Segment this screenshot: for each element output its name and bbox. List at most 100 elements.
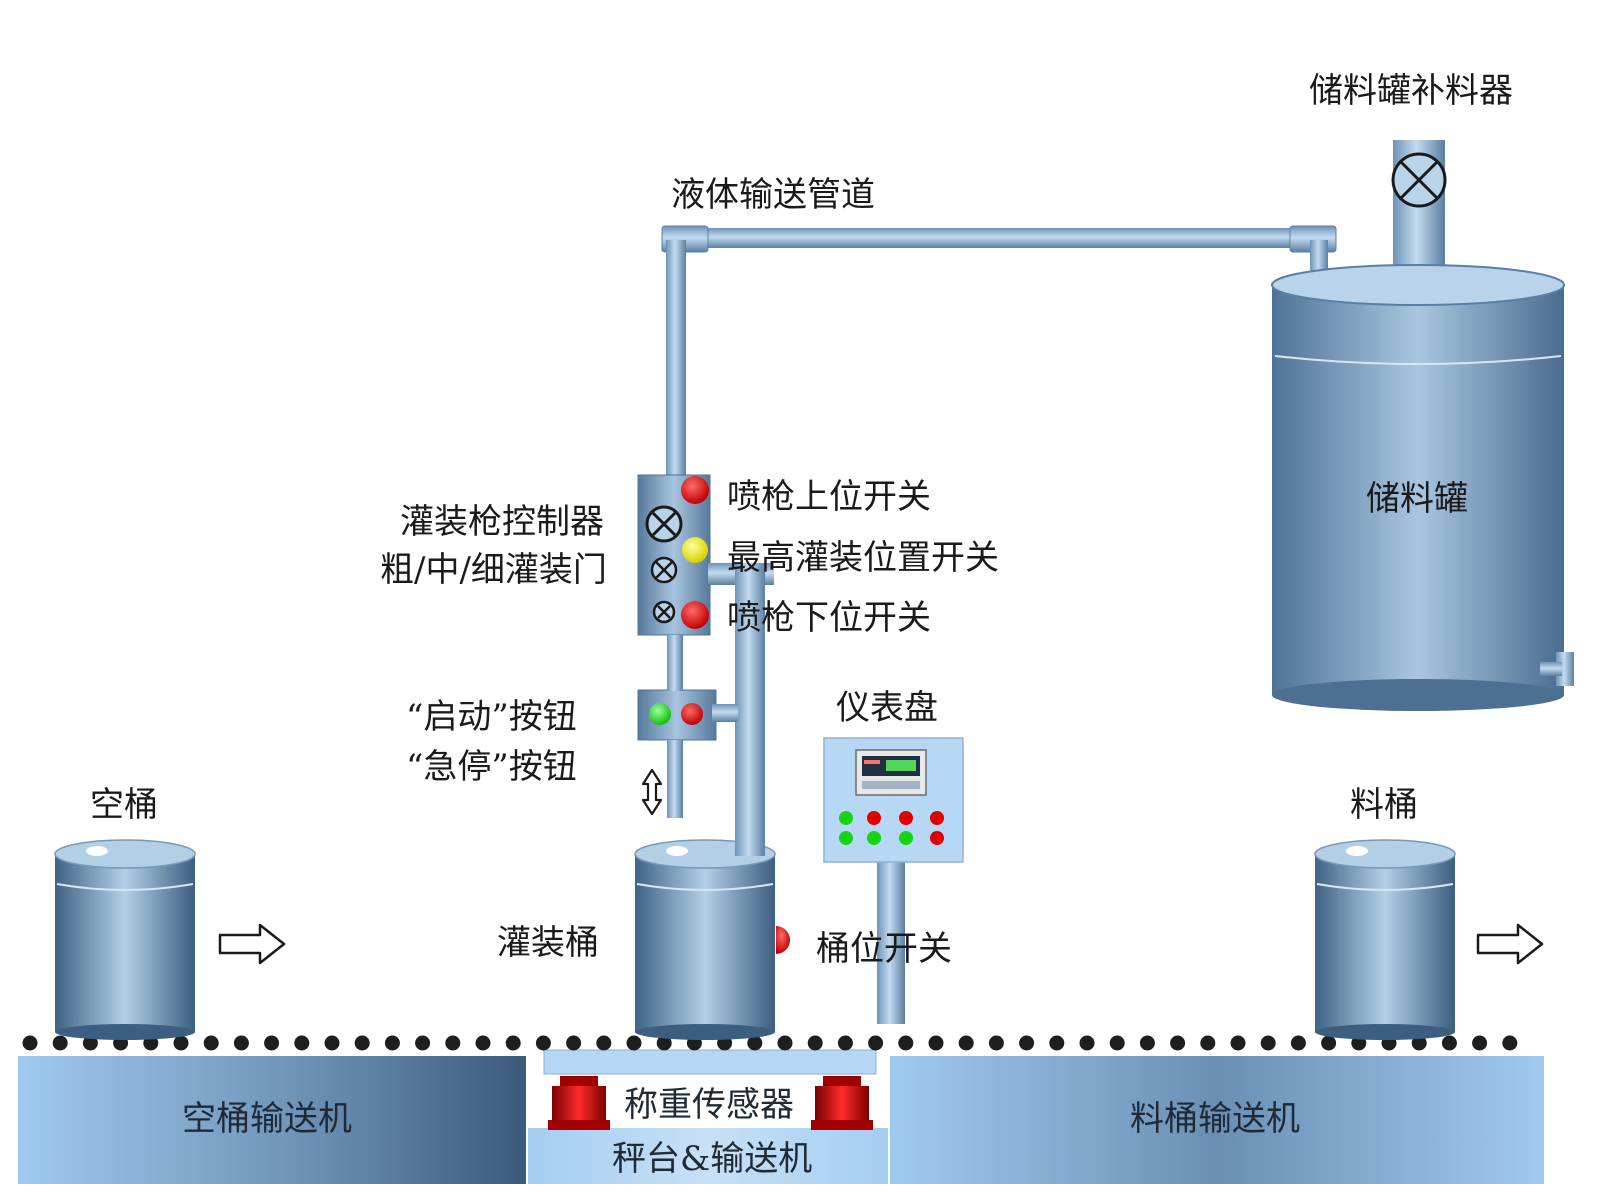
roller <box>566 1035 582 1051</box>
roller <box>1502 1035 1518 1051</box>
bucket-bottom <box>1315 1024 1455 1040</box>
filled-bucket <box>1314 839 1456 1040</box>
bucket-bottom <box>55 1024 195 1040</box>
roller <box>1290 1035 1306 1051</box>
roller <box>384 1035 400 1051</box>
pipe-horizontal <box>665 228 1330 248</box>
tank-bottom <box>1272 679 1564 711</box>
panel-lamp-5[interactable] <box>839 831 853 845</box>
label-filled-conveyor: 料桶输送机 <box>1130 1099 1300 1139</box>
roller <box>415 1035 431 1051</box>
label-empty-bucket: 空桶 <box>90 785 158 825</box>
filling-bucket <box>634 839 776 1040</box>
gun-nozzle <box>667 740 683 818</box>
valve-x-icon[interactable] <box>1391 152 1447 208</box>
roller <box>777 1035 793 1051</box>
empty-bucket-conveyor <box>18 1056 526 1184</box>
roller <box>535 1035 551 1051</box>
label-scale-conveyor: 秤台&输送机 <box>612 1139 813 1179</box>
panel-lamp-1[interactable] <box>839 811 853 825</box>
bucket-top <box>54 839 196 869</box>
label-filling-bucket: 灌装桶 <box>497 923 599 963</box>
label-max-fill-switch: 最高灌装位置开关 <box>727 538 999 578</box>
scale-plate <box>543 1049 877 1075</box>
roller <box>1441 1035 1457 1051</box>
conveyors <box>18 1049 1544 1184</box>
panel-lamp-7[interactable] <box>899 831 913 845</box>
label-estop-button: “急停”按钮 <box>406 747 577 787</box>
gun-rail-post-front <box>735 820 765 856</box>
roller <box>22 1035 38 1051</box>
scale-conveyor <box>528 1128 888 1184</box>
label-empty-conveyor: 空桶输送机 <box>182 1099 352 1139</box>
bucket-ring <box>56 883 194 891</box>
roller <box>1200 1035 1216 1051</box>
roller <box>233 1035 249 1051</box>
roller <box>52 1035 68 1051</box>
roller <box>1170 1035 1186 1051</box>
roller <box>626 1035 642 1051</box>
panel-lamp-4[interactable] <box>930 811 944 825</box>
panel-lamp-8[interactable] <box>930 831 944 845</box>
bucket-body <box>635 854 775 1032</box>
roller <box>988 1035 1004 1051</box>
weighing-display-icon <box>855 749 927 796</box>
gun-rail-post <box>735 563 765 853</box>
estop-button[interactable] <box>681 703 703 725</box>
roller <box>264 1035 280 1051</box>
tank-outlet-stub <box>1540 662 1562 676</box>
gun-rail <box>708 563 774 853</box>
gun-stem-upper <box>667 635 683 691</box>
label-bucket-switch: 桶位开关 <box>816 929 952 969</box>
roller <box>868 1035 884 1051</box>
bucket-top <box>1314 839 1456 869</box>
filled-bucket-conveyor <box>890 1056 1544 1184</box>
roller <box>958 1035 974 1051</box>
panel-lamp-2[interactable] <box>867 811 881 825</box>
panel-lamp-6[interactable] <box>867 831 881 845</box>
roller <box>1049 1035 1065 1051</box>
bucket-highlight <box>1346 846 1368 856</box>
label-filled-bucket: 料桶 <box>1350 785 1418 825</box>
start-button[interactable] <box>649 703 671 725</box>
roller <box>1260 1035 1276 1051</box>
roller <box>1109 1035 1125 1051</box>
load-cell-left <box>548 1076 610 1130</box>
roller <box>807 1035 823 1051</box>
arrow-right-icon <box>218 923 286 965</box>
load-cell-right <box>811 1076 873 1130</box>
label-gun-controller: 灌装枪控制器 <box>400 502 604 542</box>
label-instrument-panel: 仪表盘 <box>836 688 938 728</box>
roller <box>294 1035 310 1051</box>
roller <box>173 1035 189 1051</box>
roller <box>837 1035 853 1051</box>
roller <box>82 1035 98 1051</box>
instrument-panel <box>823 737 964 1024</box>
roller <box>656 1035 672 1051</box>
label-gun-upper-switch: 喷枪上位开关 <box>727 477 931 517</box>
roller <box>354 1035 370 1051</box>
gate-medium-icon[interactable] <box>650 556 678 584</box>
filling-gun-controller <box>637 474 711 636</box>
bucket-body <box>55 854 195 1032</box>
gate-fine-icon[interactable] <box>652 600 676 624</box>
arrow-updown-icon <box>641 768 663 816</box>
button-box <box>637 635 738 818</box>
roller <box>203 1035 219 1051</box>
bucket-bottom <box>635 1024 775 1040</box>
tank-body <box>1272 285 1564 695</box>
gun-upper-lamp <box>681 476 709 504</box>
roller <box>1079 1035 1095 1051</box>
panel-lamp-3[interactable] <box>899 811 913 825</box>
label-storage-tank: 储料罐 <box>1366 479 1468 519</box>
roller <box>1472 1035 1488 1051</box>
bucket-highlight <box>86 846 108 856</box>
bucket-ring <box>636 883 774 891</box>
roller <box>596 1035 612 1051</box>
roller <box>1321 1035 1337 1051</box>
gun-lower-lamp <box>681 601 709 629</box>
gate-coarse-icon[interactable] <box>645 505 683 543</box>
label-load-cell: 称重传感器 <box>624 1085 794 1125</box>
label-gates: 粗/中/细灌装门 <box>380 550 607 590</box>
